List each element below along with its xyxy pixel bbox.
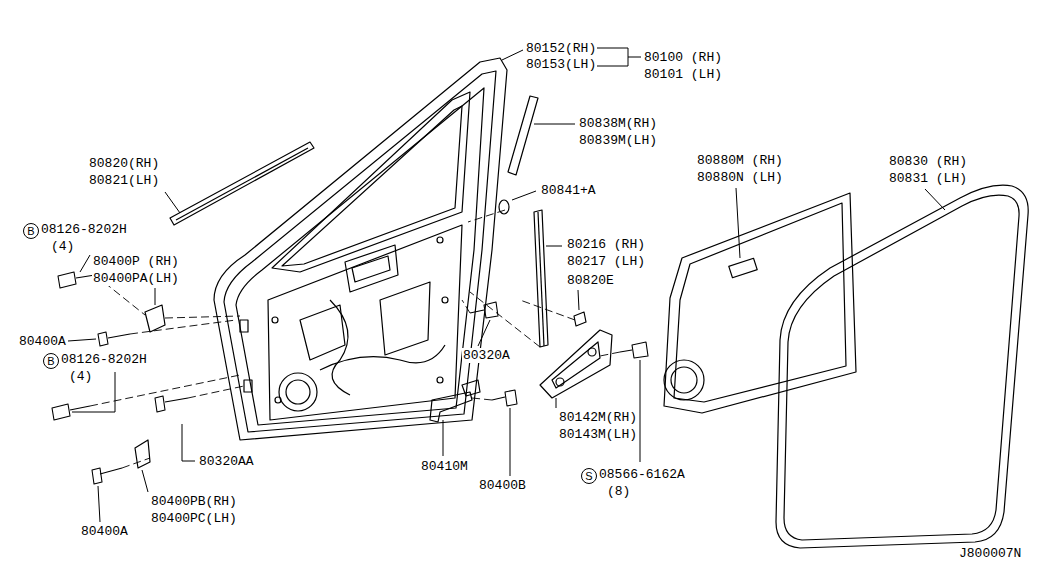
circled-letter: B	[23, 223, 39, 239]
part-number: 80143M(LH)	[558, 427, 638, 442]
circle-letter-text: B	[47, 356, 54, 367]
circle-letter-text: S	[585, 471, 592, 482]
part-number: 80820(RH)	[88, 156, 160, 171]
part-number: 80839M(LH)	[578, 133, 658, 148]
circled-letter: S	[581, 468, 597, 484]
part-number: 80320AA	[198, 454, 255, 469]
part-number: 80880M (RH)	[696, 153, 784, 168]
part-number: 08126-8202H	[60, 352, 148, 367]
part-number: 80101 (LH)	[643, 67, 723, 82]
part-number: 80153(LH)	[525, 57, 597, 72]
part-number: 80821(LH)	[88, 173, 160, 188]
drawing-code: J800007N	[958, 546, 1022, 561]
part-number: (4)	[50, 239, 75, 254]
circle-letter-text: B	[27, 226, 34, 237]
part-number: 80838M(RH)	[578, 116, 658, 131]
part-number: 80142M(RH)	[558, 410, 638, 425]
part-number: 80830 (RH)	[888, 154, 968, 169]
part-number: 80820E	[566, 273, 615, 288]
part-number: 80841+A	[540, 183, 597, 198]
part-number: 80400B	[478, 478, 527, 493]
part-number: 80100 (RH)	[643, 50, 723, 65]
part-number: 80216 (RH)	[566, 237, 646, 252]
part-number: (8)	[606, 484, 631, 499]
part-number: 80410M	[420, 459, 469, 474]
circled-letter: B	[43, 353, 59, 369]
part-number: 80400PC(LH)	[150, 511, 238, 526]
part-number: 80320A	[462, 348, 511, 363]
part-number: 80400PB(RH)	[150, 494, 238, 509]
part-number: 80217 (LH)	[566, 254, 646, 269]
part-number: 80152(RH)	[525, 41, 597, 56]
part-number: 80400P (RH)	[92, 254, 180, 269]
part-number: 80400PA(LH)	[92, 271, 180, 286]
part-number: 08126-8202H	[40, 222, 128, 237]
part-number: (4)	[68, 369, 93, 384]
part-number: 80400A	[80, 524, 129, 539]
part-number: 80880N (LH)	[696, 170, 784, 185]
part-number: 08566-6162A	[598, 467, 686, 482]
part-number: 80400A	[18, 334, 67, 349]
part-number: 80831 (LH)	[888, 171, 968, 186]
